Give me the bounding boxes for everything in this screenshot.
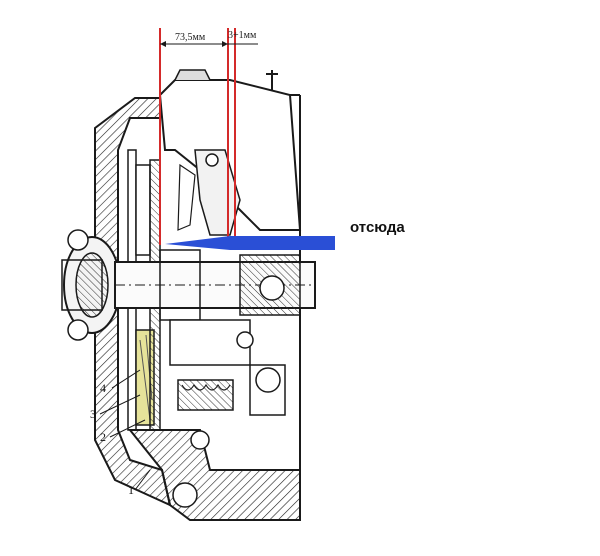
callout-leaders xyxy=(99,369,151,491)
callout-2: 2 xyxy=(100,430,106,444)
callout-4: 4 xyxy=(100,381,106,395)
lower-housing xyxy=(127,429,301,521)
pointer-arrow xyxy=(165,236,335,250)
arrow-label: отсюда xyxy=(350,219,405,236)
release-bearing xyxy=(169,319,286,416)
dimension-label-b: 3+1мм xyxy=(228,30,257,41)
callout-3: 3 xyxy=(90,407,96,421)
callout-1: 1 xyxy=(128,483,134,497)
measurement-markers xyxy=(159,28,258,245)
dimension-label-a: 73,5мм xyxy=(175,32,206,43)
input-shaft xyxy=(114,249,316,321)
crankshaft-hub xyxy=(61,229,121,341)
